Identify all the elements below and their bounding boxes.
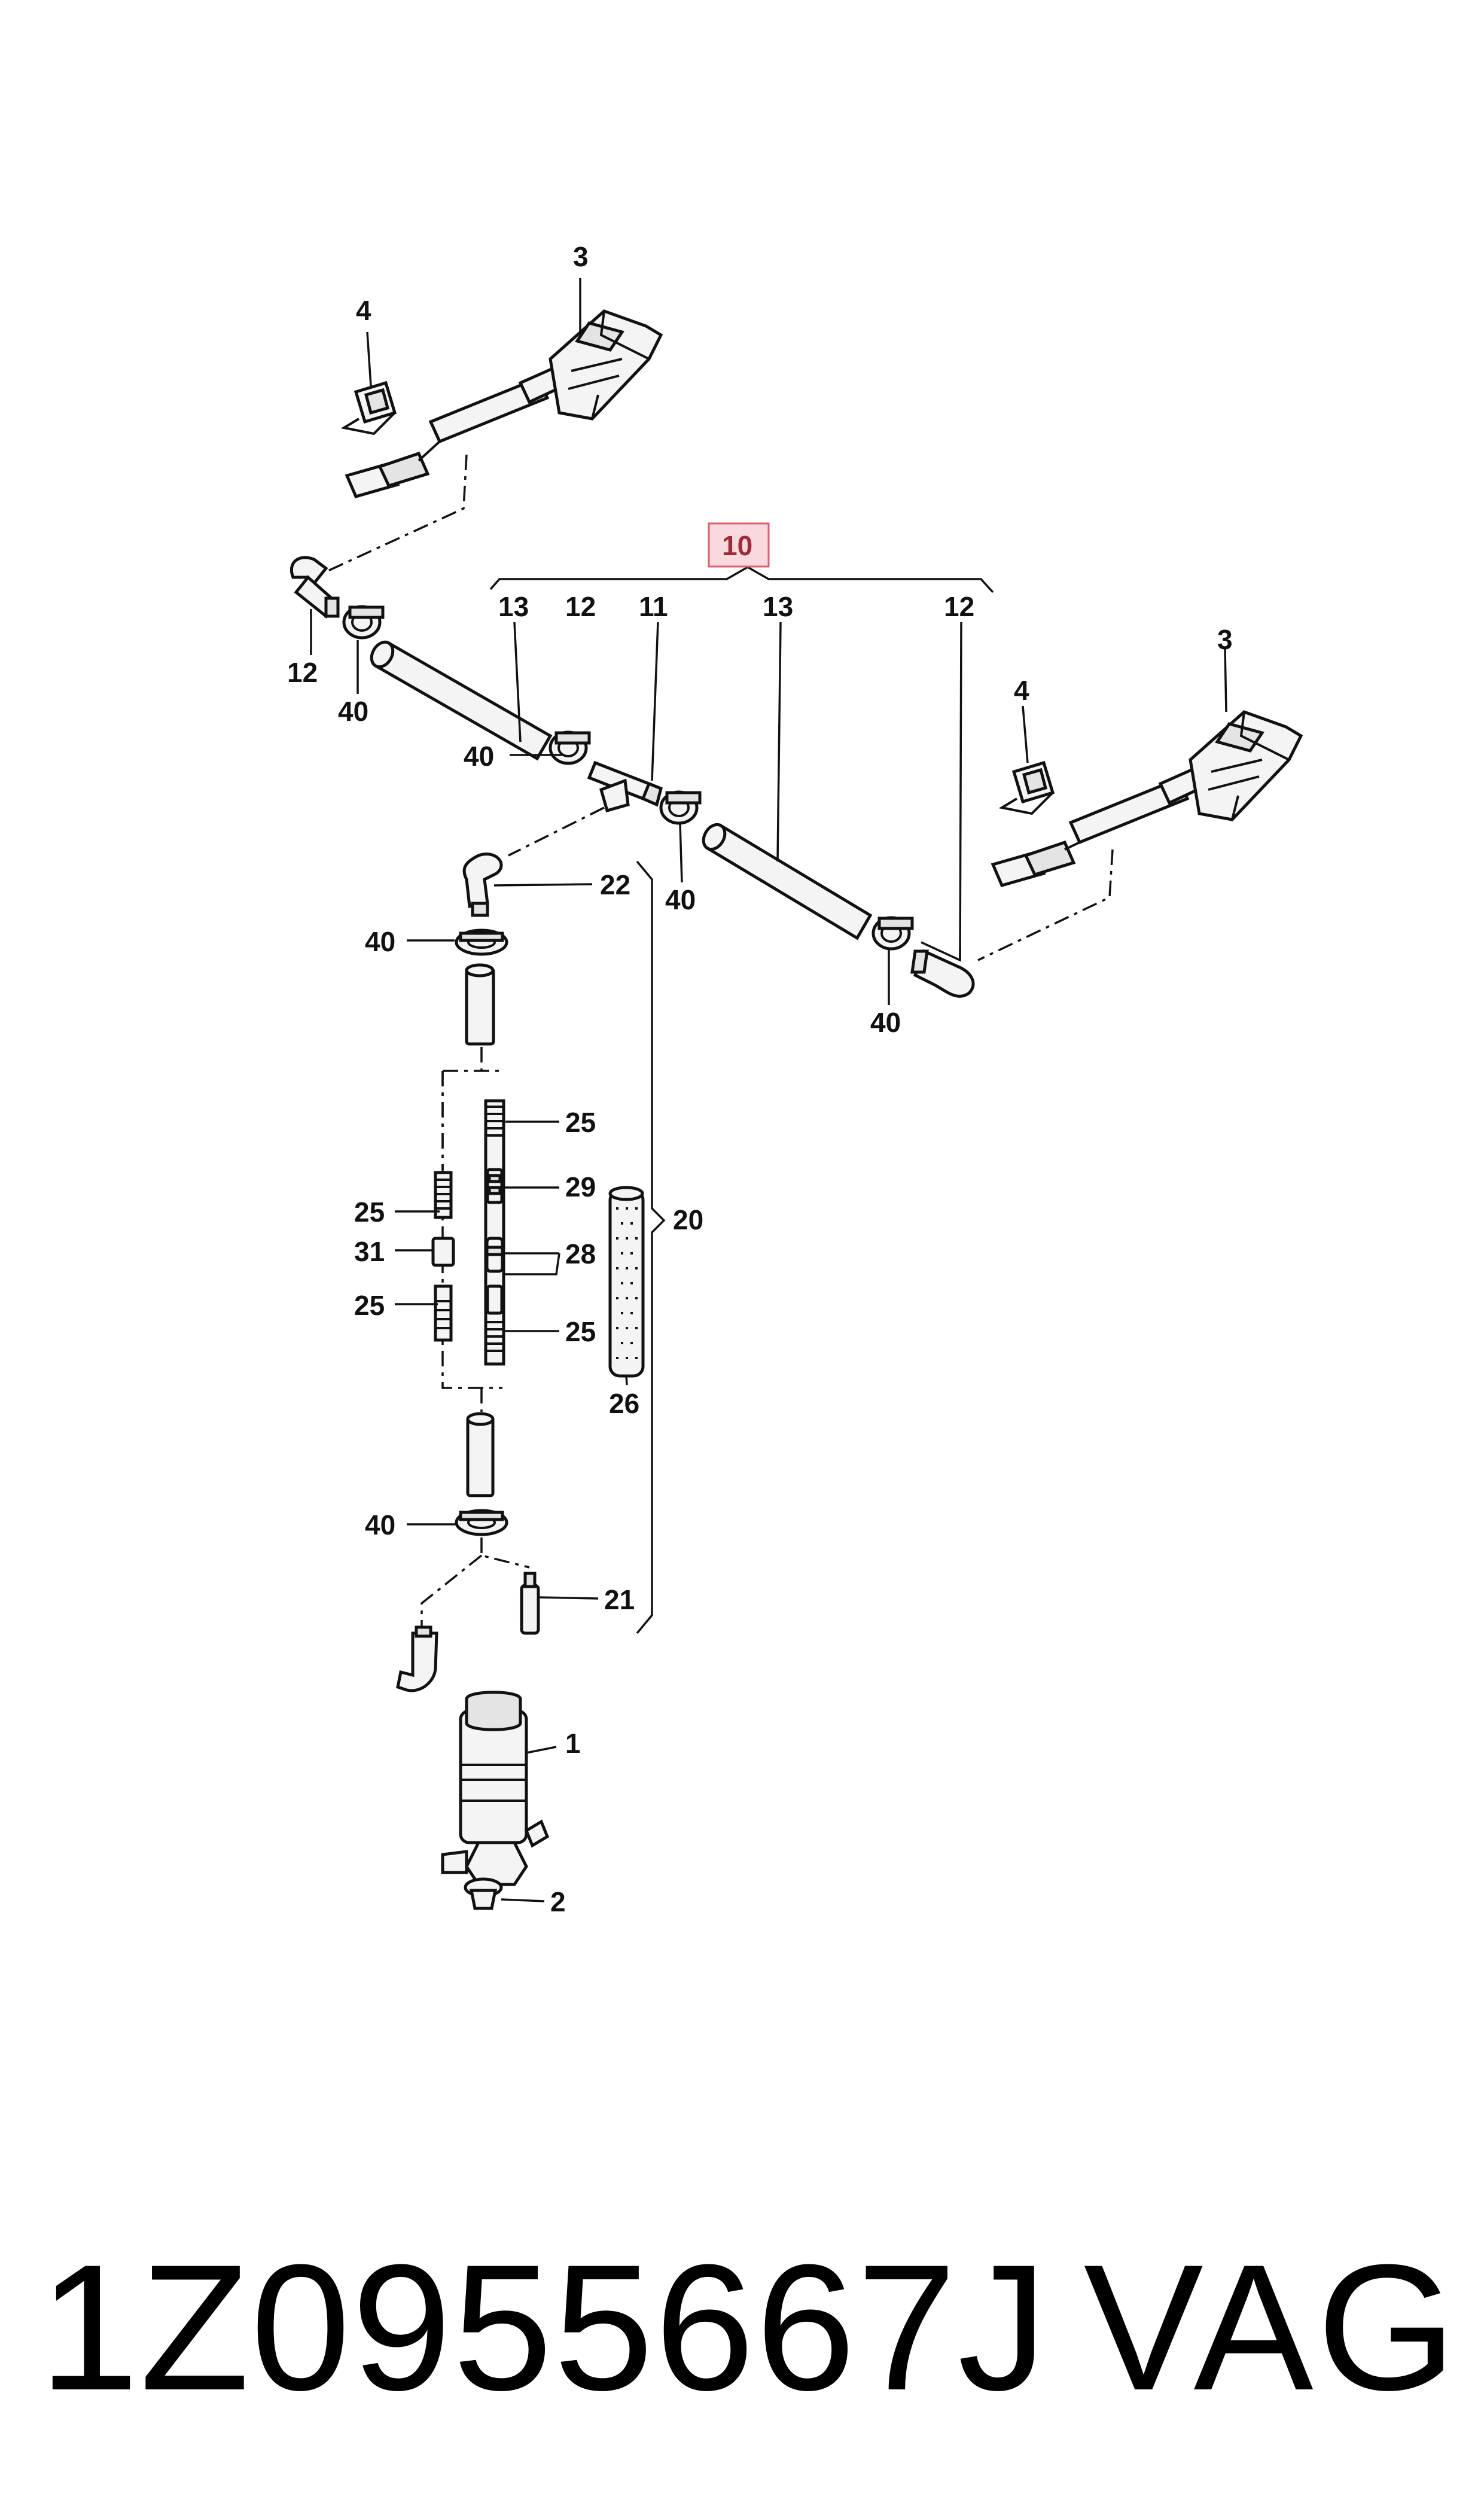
callout-29: 29 [565, 1171, 596, 1202]
callout-11: 11 [639, 591, 668, 622]
callout-40-e: 40 [365, 926, 395, 957]
callout-10: 10 [722, 530, 752, 561]
callout-12-b: 12 [944, 591, 974, 622]
callout-25-d: 25 [565, 1316, 596, 1347]
callout-21: 21 [604, 1584, 635, 1615]
brand-name: VAG [1083, 2227, 1460, 2428]
footer: 1Z0955667J VAG [0, 2213, 1484, 2441]
callout-3-left: 3 [573, 241, 589, 272]
washer-nozzle-top-left [322, 309, 663, 574]
washer-pump [441, 1691, 550, 1910]
part-number: 1Z0955667J [39, 2227, 1049, 2428]
callout-3-right: 3 [1217, 624, 1233, 655]
callout-4-left: 4 [356, 295, 371, 326]
exploded-parts-diagram: 3 4 10 13 12 11 13 12 3 4 12 40 40 40 40… [287, 241, 1303, 1917]
callout-40-a: 40 [338, 696, 368, 727]
callout-40-b: 40 [464, 741, 494, 772]
highlight-box [708, 522, 770, 568]
callout-26: 26 [609, 1388, 639, 1419]
callout-40-c: 40 [665, 884, 696, 915]
sleeve-texture [616, 1207, 638, 1359]
callout-40-d: 40 [870, 1007, 901, 1038]
callout-20: 20 [673, 1204, 703, 1235]
callout-25-c: 25 [354, 1290, 385, 1321]
callout-13-right: 13 [763, 591, 793, 622]
callout-1: 1 [565, 1728, 581, 1759]
callout-12-c: 12 [287, 657, 318, 688]
callout-labels: 3 4 10 13 12 11 13 12 3 4 12 40 40 40 40… [287, 241, 1233, 1917]
washer-nozzle-top-right [977, 710, 1303, 961]
leader-lines [310, 278, 1227, 1902]
callout-12-a: 12 [565, 591, 596, 622]
callout-22: 22 [600, 869, 630, 900]
callout-25-a: 25 [565, 1107, 596, 1138]
callout-25-b: 25 [354, 1196, 385, 1228]
callout-4-right: 4 [1014, 675, 1029, 706]
callout-13-left: 13 [498, 591, 529, 622]
vertical-hose-kit [396, 860, 666, 1692]
callout-28: 28 [565, 1238, 596, 1269]
callout-31: 31 [354, 1236, 385, 1267]
callout-40-f: 40 [365, 1509, 395, 1540]
callout-2: 2 [550, 1886, 566, 1917]
